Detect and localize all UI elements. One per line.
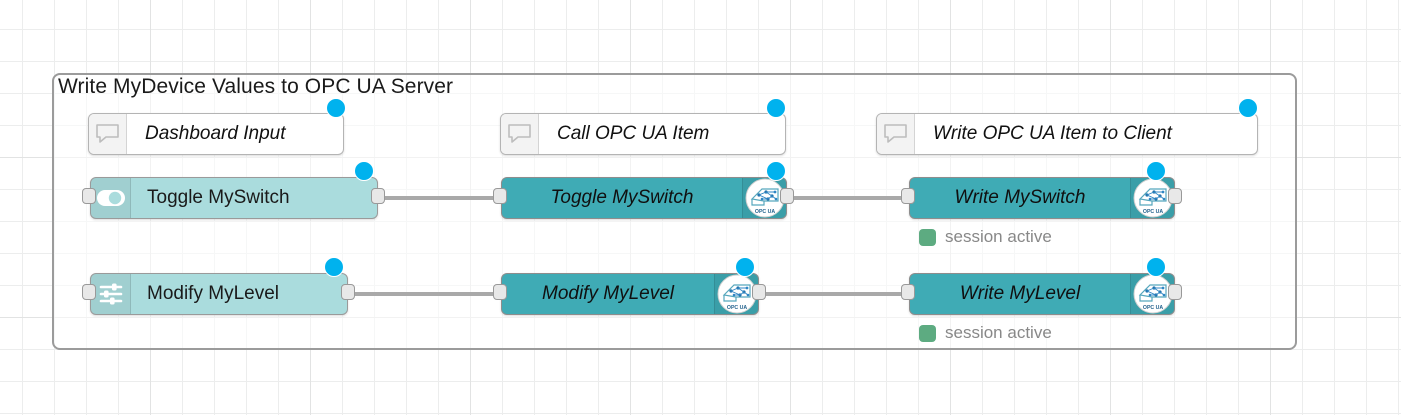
dashboard-node-modify-mylevel[interactable]: Modify MyLevel bbox=[90, 273, 348, 315]
comment-node-write-opc-ua-item-to-client[interactable]: Write OPC UA Item to Client bbox=[876, 113, 1258, 155]
dashboard-node-toggle-myswitch[interactable]: Toggle MySwitch bbox=[90, 177, 378, 219]
node-label: Toggle MySwitch bbox=[550, 187, 694, 208]
status-write-myswitch: session active bbox=[919, 227, 1052, 247]
svg-text:OPC UA: OPC UA bbox=[1142, 209, 1162, 215]
port-output-modify-mylevel[interactable] bbox=[341, 284, 355, 300]
comment-label: Dashboard Input bbox=[145, 123, 286, 144]
status-dot bbox=[919, 228, 936, 246]
changed-badge-call-opc-ua-item[interactable] bbox=[766, 98, 786, 118]
comment-bubble-icon bbox=[89, 114, 127, 154]
opcua-node-call-toggle-myswitch[interactable]: Toggle MySwitch OPC UA bbox=[501, 177, 787, 219]
comment-label: Call OPC UA Item bbox=[557, 123, 710, 144]
node-label: Write MyLevel bbox=[959, 283, 1081, 304]
node-label: Write MySwitch bbox=[954, 187, 1086, 208]
port-input-toggle-myswitch[interactable] bbox=[82, 188, 96, 204]
node-label: Modify MyLevel bbox=[542, 283, 674, 304]
port-output-toggle-myswitch[interactable] bbox=[371, 188, 385, 204]
comment-label: Write OPC UA Item to Client bbox=[933, 123, 1172, 144]
port-input-write-mylevel[interactable] bbox=[901, 284, 915, 300]
port-output-call-toggle-myswitch[interactable] bbox=[780, 188, 794, 204]
changed-badge-call-modify-mylevel[interactable] bbox=[735, 257, 755, 277]
svg-text:OPC UA: OPC UA bbox=[726, 305, 746, 311]
toggle-switch-icon bbox=[91, 178, 131, 218]
status-label: session active bbox=[945, 227, 1052, 246]
opc-ua-logo-icon: OPC UA bbox=[1130, 178, 1174, 218]
opc-ua-logo-icon: OPC UA bbox=[714, 274, 758, 314]
svg-text:OPC UA: OPC UA bbox=[754, 209, 774, 215]
opc-ua-logo-icon: OPC UA bbox=[742, 178, 786, 218]
node-group-title: Write MyDevice Values to OPC UA Server bbox=[58, 75, 454, 98]
wire-toggle-call-to-write[interactable] bbox=[786, 196, 908, 200]
port-output-write-mylevel[interactable] bbox=[1168, 284, 1182, 300]
node-label: Modify MyLevel bbox=[147, 283, 279, 304]
opcua-node-write-myswitch[interactable]: Write MySwitch OPC UA bbox=[909, 177, 1175, 219]
changed-badge-call-toggle-myswitch[interactable] bbox=[766, 161, 786, 181]
port-output-write-myswitch[interactable] bbox=[1168, 188, 1182, 204]
svg-text:OPC UA: OPC UA bbox=[1142, 305, 1162, 311]
changed-badge-write-opc-ua-item-to-client[interactable] bbox=[1238, 98, 1258, 118]
comment-bubble-icon bbox=[501, 114, 539, 154]
port-input-call-modify-mylevel[interactable] bbox=[493, 284, 507, 300]
port-input-modify-mylevel[interactable] bbox=[82, 284, 96, 300]
wire-level-call-to-write[interactable] bbox=[758, 292, 908, 296]
port-output-call-modify-mylevel[interactable] bbox=[752, 284, 766, 300]
opc-ua-logo-icon: OPC UA bbox=[1130, 274, 1174, 314]
opcua-node-write-mylevel[interactable]: Write MyLevel OPC UA bbox=[909, 273, 1175, 315]
comment-node-call-opc-ua-item[interactable]: Call OPC UA Item bbox=[500, 113, 786, 155]
changed-badge-write-myswitch[interactable] bbox=[1146, 161, 1166, 181]
wire-toggle-input-to-call[interactable] bbox=[378, 196, 500, 200]
opcua-node-call-modify-mylevel[interactable]: Modify MyLevel OPC UA bbox=[501, 273, 759, 315]
port-input-write-myswitch[interactable] bbox=[901, 188, 915, 204]
changed-badge-toggle-myswitch[interactable] bbox=[354, 161, 374, 181]
wire-level-input-to-call[interactable] bbox=[348, 292, 500, 296]
changed-badge-write-mylevel[interactable] bbox=[1146, 257, 1166, 277]
port-input-call-toggle-myswitch[interactable] bbox=[493, 188, 507, 204]
comment-node-dashboard-input[interactable]: Dashboard Input bbox=[88, 113, 344, 155]
status-dot bbox=[919, 324, 936, 342]
sliders-icon bbox=[91, 274, 131, 314]
status-label: session active bbox=[945, 323, 1052, 342]
node-label: Toggle MySwitch bbox=[147, 187, 290, 208]
changed-badge-modify-mylevel[interactable] bbox=[324, 257, 344, 277]
changed-badge-dashboard-input[interactable] bbox=[326, 98, 346, 118]
status-write-mylevel: session active bbox=[919, 323, 1052, 343]
comment-bubble-icon bbox=[877, 114, 915, 154]
